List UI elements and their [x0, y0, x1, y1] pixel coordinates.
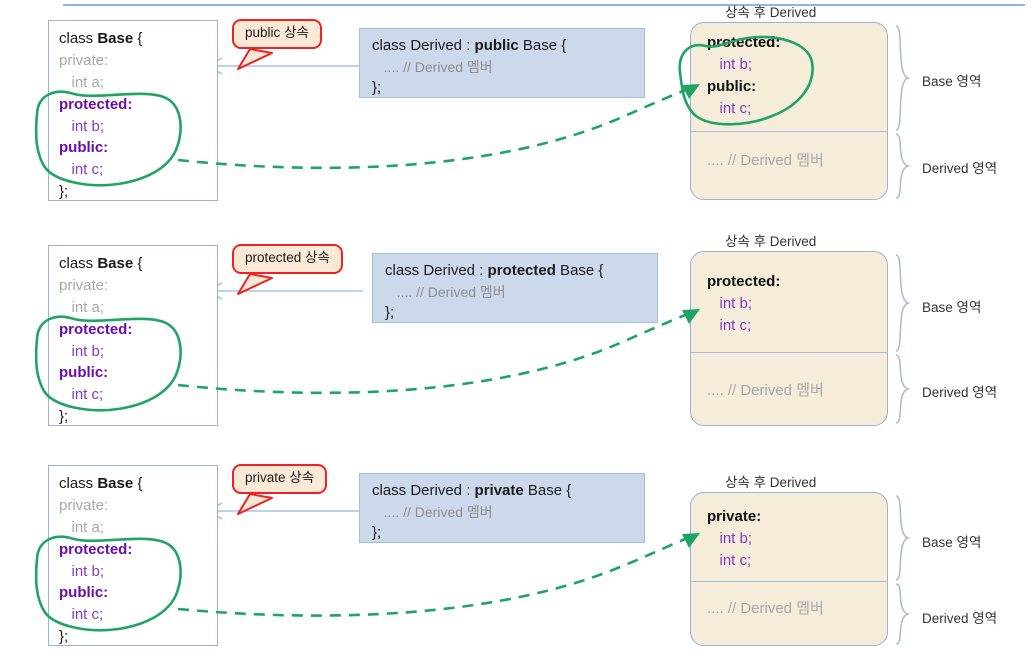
- area-separator: [691, 352, 887, 353]
- code-line: .... // Derived 멤버: [707, 382, 824, 399]
- top-divider-rule: [63, 4, 1025, 6]
- result-caption-private: 상속 후 Derived: [725, 475, 817, 490]
- callout-tail-icon: [237, 273, 273, 295]
- callout-tail-icon: [237, 493, 273, 515]
- derived-class-box-protected: class Derived : protected Base { .... //…: [372, 253, 658, 323]
- code-line: int c;: [707, 99, 752, 117]
- brace-derived-protected: [895, 354, 911, 424]
- code-line: };: [372, 79, 382, 97]
- dashed-arrow-public: [177, 84, 700, 170]
- code-line: private:: [707, 508, 762, 525]
- base-area-segment-private: private: int b; int c;: [707, 506, 761, 572]
- result-caption-public: 상속 후 Derived: [725, 5, 817, 20]
- callout-public: public 상속: [232, 19, 362, 71]
- callout-label-private: private 상속: [232, 464, 328, 494]
- brace-base-protected: [895, 254, 911, 352]
- row-public: class Base { private: int a; protected: …: [0, 0, 1031, 218]
- callout-private: private 상속: [232, 464, 362, 516]
- derived-area-segment-protected: .... // Derived 멤버: [707, 380, 824, 402]
- result-box-protected: protected: int b; int c; .... // Derived…: [690, 251, 888, 426]
- code-line: };: [59, 183, 69, 201]
- code-line: int a;: [59, 298, 105, 316]
- derived-area-segment-private: .... // Derived 멤버: [707, 598, 824, 620]
- code-line: };: [372, 524, 382, 542]
- brace-label-derived-public: Derived 영역: [922, 161, 998, 176]
- code-line: .... // Derived 멤버: [372, 503, 493, 520]
- derived-area-segment-public: .... // Derived 멤버: [707, 150, 824, 172]
- code-line: class Base {: [59, 30, 143, 47]
- brace-label-base-protected: Base 영역: [922, 300, 982, 315]
- dashed-arrow-private: [177, 533, 700, 617]
- brace-derived-private: [895, 583, 911, 645]
- row-protected: class Base { private: int a; protected: …: [0, 225, 1031, 443]
- code-line: class Base {: [59, 475, 143, 492]
- code-line: protected:: [707, 34, 781, 51]
- code-line: };: [59, 408, 69, 426]
- code-line: class Derived : private Base {: [372, 482, 572, 499]
- result-caption-protected: 상속 후 Derived: [725, 234, 817, 249]
- brace-base-private: [895, 495, 911, 581]
- code-line: int c;: [707, 316, 752, 334]
- code-line: .... // Derived 멤버: [385, 283, 506, 300]
- base-area-segment-protected: protected: int b; int c;: [707, 271, 780, 337]
- code-line: .... // Derived 멤버: [707, 152, 824, 169]
- code-line: private:: [59, 51, 109, 69]
- code-line: .... // Derived 멤버: [707, 600, 824, 617]
- code-line: int a;: [59, 73, 105, 91]
- code-line: public:: [707, 77, 757, 95]
- code-line: };: [385, 304, 395, 322]
- area-separator: [691, 581, 887, 582]
- result-box-public: protected: int b; public: int c; .... //…: [690, 22, 888, 200]
- code-line: int c;: [707, 551, 752, 569]
- brace-label-derived-protected: Derived 영역: [922, 385, 998, 400]
- code-line: class Base {: [59, 255, 143, 272]
- code-line: class Derived : protected Base {: [385, 262, 604, 279]
- code-line: class Derived : public Base {: [372, 37, 567, 54]
- callout-protected: protected 상속: [232, 244, 382, 296]
- code-line: private:: [59, 276, 109, 294]
- code-line: protected:: [707, 273, 781, 290]
- derived-class-box-private: class Derived : private Base { .... // D…: [359, 473, 645, 543]
- callout-label-protected: protected 상속: [232, 244, 343, 274]
- result-box-private: private: int b; int c; .... // Derived 멤…: [690, 492, 888, 646]
- base-area-segment-public: protected: int b; public: int c;: [707, 32, 780, 120]
- brace-base-public: [895, 25, 911, 131]
- dashed-arrow-protected: [177, 309, 700, 395]
- code-line: private:: [59, 496, 109, 514]
- area-separator: [691, 131, 887, 132]
- brace-label-derived-private: Derived 영역: [922, 611, 998, 626]
- brace-derived-public: [895, 133, 911, 199]
- code-line: int b;: [707, 294, 753, 312]
- derived-class-box-public: class Derived : public Base { .... // De…: [359, 28, 645, 98]
- callout-tail-icon: [237, 48, 273, 70]
- brace-label-base-public: Base 영역: [922, 74, 982, 89]
- code-line: int b;: [707, 529, 753, 547]
- code-line: };: [59, 628, 69, 646]
- row-private: class Base { private: int a; protected: …: [0, 450, 1031, 654]
- code-line: int b;: [707, 55, 753, 73]
- code-line: int a;: [59, 518, 105, 536]
- code-line: .... // Derived 멤버: [372, 58, 493, 75]
- brace-label-base-private: Base 영역: [922, 535, 982, 550]
- callout-label-public: public 상속: [232, 19, 322, 49]
